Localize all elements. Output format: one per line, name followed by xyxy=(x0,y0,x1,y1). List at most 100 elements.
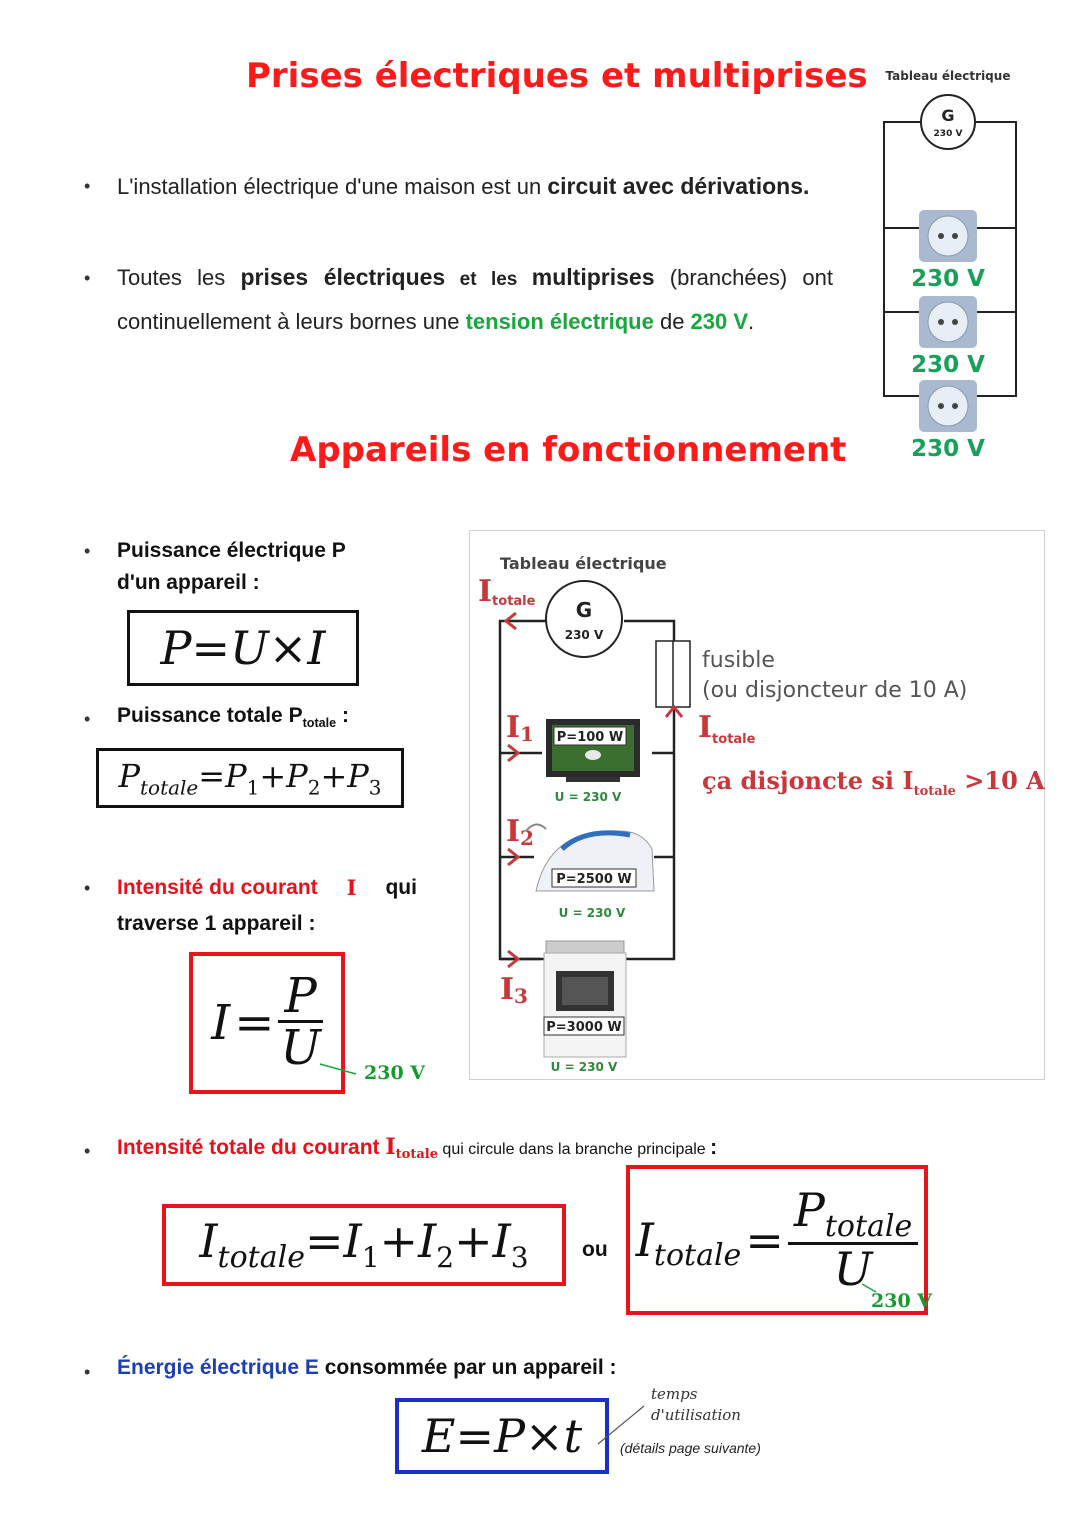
formula-total-power: Ptotale=P1+P2+P3 xyxy=(96,748,404,808)
pointer-line xyxy=(597,1405,645,1445)
formula-content: P=U×I xyxy=(161,621,326,675)
sockets-diagram: Tableau électrique G 230 V 230 V 230 V 2… xyxy=(883,69,1017,462)
subscript: 1 xyxy=(361,1241,380,1275)
trip-subscript: totale xyxy=(914,784,956,799)
device-power: P=3000 W xyxy=(546,1020,621,1035)
subscript: 2 xyxy=(436,1241,455,1275)
text: de xyxy=(653,309,691,334)
var-p1: P xyxy=(225,756,247,795)
circuit-title: Tableau électrique xyxy=(500,554,667,573)
text: qui circule dans la branche principale xyxy=(437,1141,711,1158)
subscript: totale xyxy=(395,1147,438,1163)
current-label-right: Itotale xyxy=(698,710,756,747)
text: L'installation électrique d'une maison e… xyxy=(117,174,548,199)
plus: + xyxy=(259,756,287,795)
var-p3: P xyxy=(347,756,369,795)
var-p: P xyxy=(793,1182,825,1237)
trip-text: ça disjoncte si xyxy=(702,766,902,795)
trip-i: I xyxy=(902,766,913,795)
plus: + xyxy=(454,1214,493,1269)
bullet-dot: • xyxy=(84,176,91,196)
generator-voltage: 230 V xyxy=(934,129,963,139)
device-power: P=100 W xyxy=(557,730,623,745)
circuit-figure: G 230 V Tableau électrique Itotale I1 I2… xyxy=(469,530,1045,1080)
red-i: I xyxy=(385,1134,396,1160)
subscript: totale xyxy=(217,1240,305,1276)
energy-label: Énergie électrique E consommée par un ap… xyxy=(117,1356,617,1380)
bullet-dot: • xyxy=(84,541,91,561)
formula-content: Itotale=I1+I2+I3 xyxy=(199,1214,528,1275)
power-label: Puissance électrique P d'un appareil : xyxy=(117,535,346,599)
generator-voltage: 230 V xyxy=(565,628,604,642)
text: . xyxy=(748,309,755,334)
subscript: totale xyxy=(302,716,337,731)
current-subscript: 1 xyxy=(520,722,534,746)
var-p: P xyxy=(118,756,140,795)
times: × xyxy=(268,621,308,675)
generator-letter: G xyxy=(941,106,954,125)
var-u: U xyxy=(230,621,269,675)
pointer-line xyxy=(861,1283,877,1293)
ou-text: ou xyxy=(582,1238,608,1261)
bullet-dot: • xyxy=(84,878,91,898)
denominator: U xyxy=(833,1241,873,1296)
current-letter: I xyxy=(506,710,520,745)
var-i: I xyxy=(307,621,326,675)
power-tag xyxy=(543,1016,625,1036)
equals: = xyxy=(191,621,230,675)
bullet-dot: • xyxy=(84,1362,91,1382)
formula-power: P=U×I xyxy=(127,610,359,686)
subscript: totale xyxy=(824,1208,913,1244)
socket-icon xyxy=(919,210,977,262)
device-voltage: U = 230 V xyxy=(555,790,622,804)
var-i: I xyxy=(199,1214,218,1269)
power-label-line1: Puissance électrique P xyxy=(117,539,346,562)
paragraph-installation: L'installation électrique d'une maison e… xyxy=(117,166,833,207)
plus: + xyxy=(379,1214,419,1269)
subscript: 3 xyxy=(510,1241,529,1275)
text: : xyxy=(336,704,349,727)
red-text: Intensité totale du courant xyxy=(117,1136,386,1159)
var-i2: I xyxy=(418,1214,437,1269)
generator-icon xyxy=(920,94,976,150)
var-i3: I xyxy=(492,1214,511,1269)
bullet-dot: • xyxy=(84,1141,91,1161)
red-text: Intensité du courant xyxy=(117,876,318,899)
plus: + xyxy=(320,756,348,795)
text: : xyxy=(710,1136,718,1159)
device-voltage: U = 230 V xyxy=(559,906,626,920)
socket-voltage: 230 V xyxy=(911,352,985,378)
numerator: Ptotale xyxy=(787,1187,919,1245)
bullet-dot: • xyxy=(84,709,91,729)
generator-letter: G xyxy=(576,598,592,622)
current-subscript: totale xyxy=(492,594,536,609)
oven-icon xyxy=(543,940,627,1058)
current-subscript: totale xyxy=(712,732,756,747)
subscript: totale xyxy=(140,775,199,800)
generator-icon xyxy=(545,580,623,658)
paragraph-prises: Toutes les prises électriques et les mul… xyxy=(117,256,833,343)
time-note-line1: temps xyxy=(651,1385,698,1403)
fuse-label-line2: (ou disjoncteur de 10 A) xyxy=(702,678,967,703)
circuit-diagram: G 230 V Tableau électrique Itotale I1 I2… xyxy=(478,554,1045,1074)
current-label-3: I3 xyxy=(500,972,528,1008)
bullet-dot: • xyxy=(84,268,91,288)
intensity-label: Intensité du courant I qui traverse 1 ap… xyxy=(117,870,417,942)
voltage-note: 230 V xyxy=(364,1062,426,1084)
formula-energy: E=P×t xyxy=(395,1398,609,1474)
equals: = xyxy=(234,994,275,1051)
trip-end: >10 A xyxy=(956,766,1045,795)
text: et les xyxy=(445,269,532,290)
current-label-total: Itotale xyxy=(478,574,536,609)
diagram-title: Tableau électrique xyxy=(886,69,1011,83)
equals: = xyxy=(455,1409,495,1463)
var-p: P xyxy=(494,1409,526,1463)
total-intensity-label: Intensité totale du courant Itotale qui … xyxy=(117,1134,717,1162)
trip-condition: ça disjoncte si Itotale >10 A xyxy=(702,766,1045,799)
power-label-line2: d'un appareil : xyxy=(117,571,260,594)
power-tag xyxy=(551,868,637,888)
